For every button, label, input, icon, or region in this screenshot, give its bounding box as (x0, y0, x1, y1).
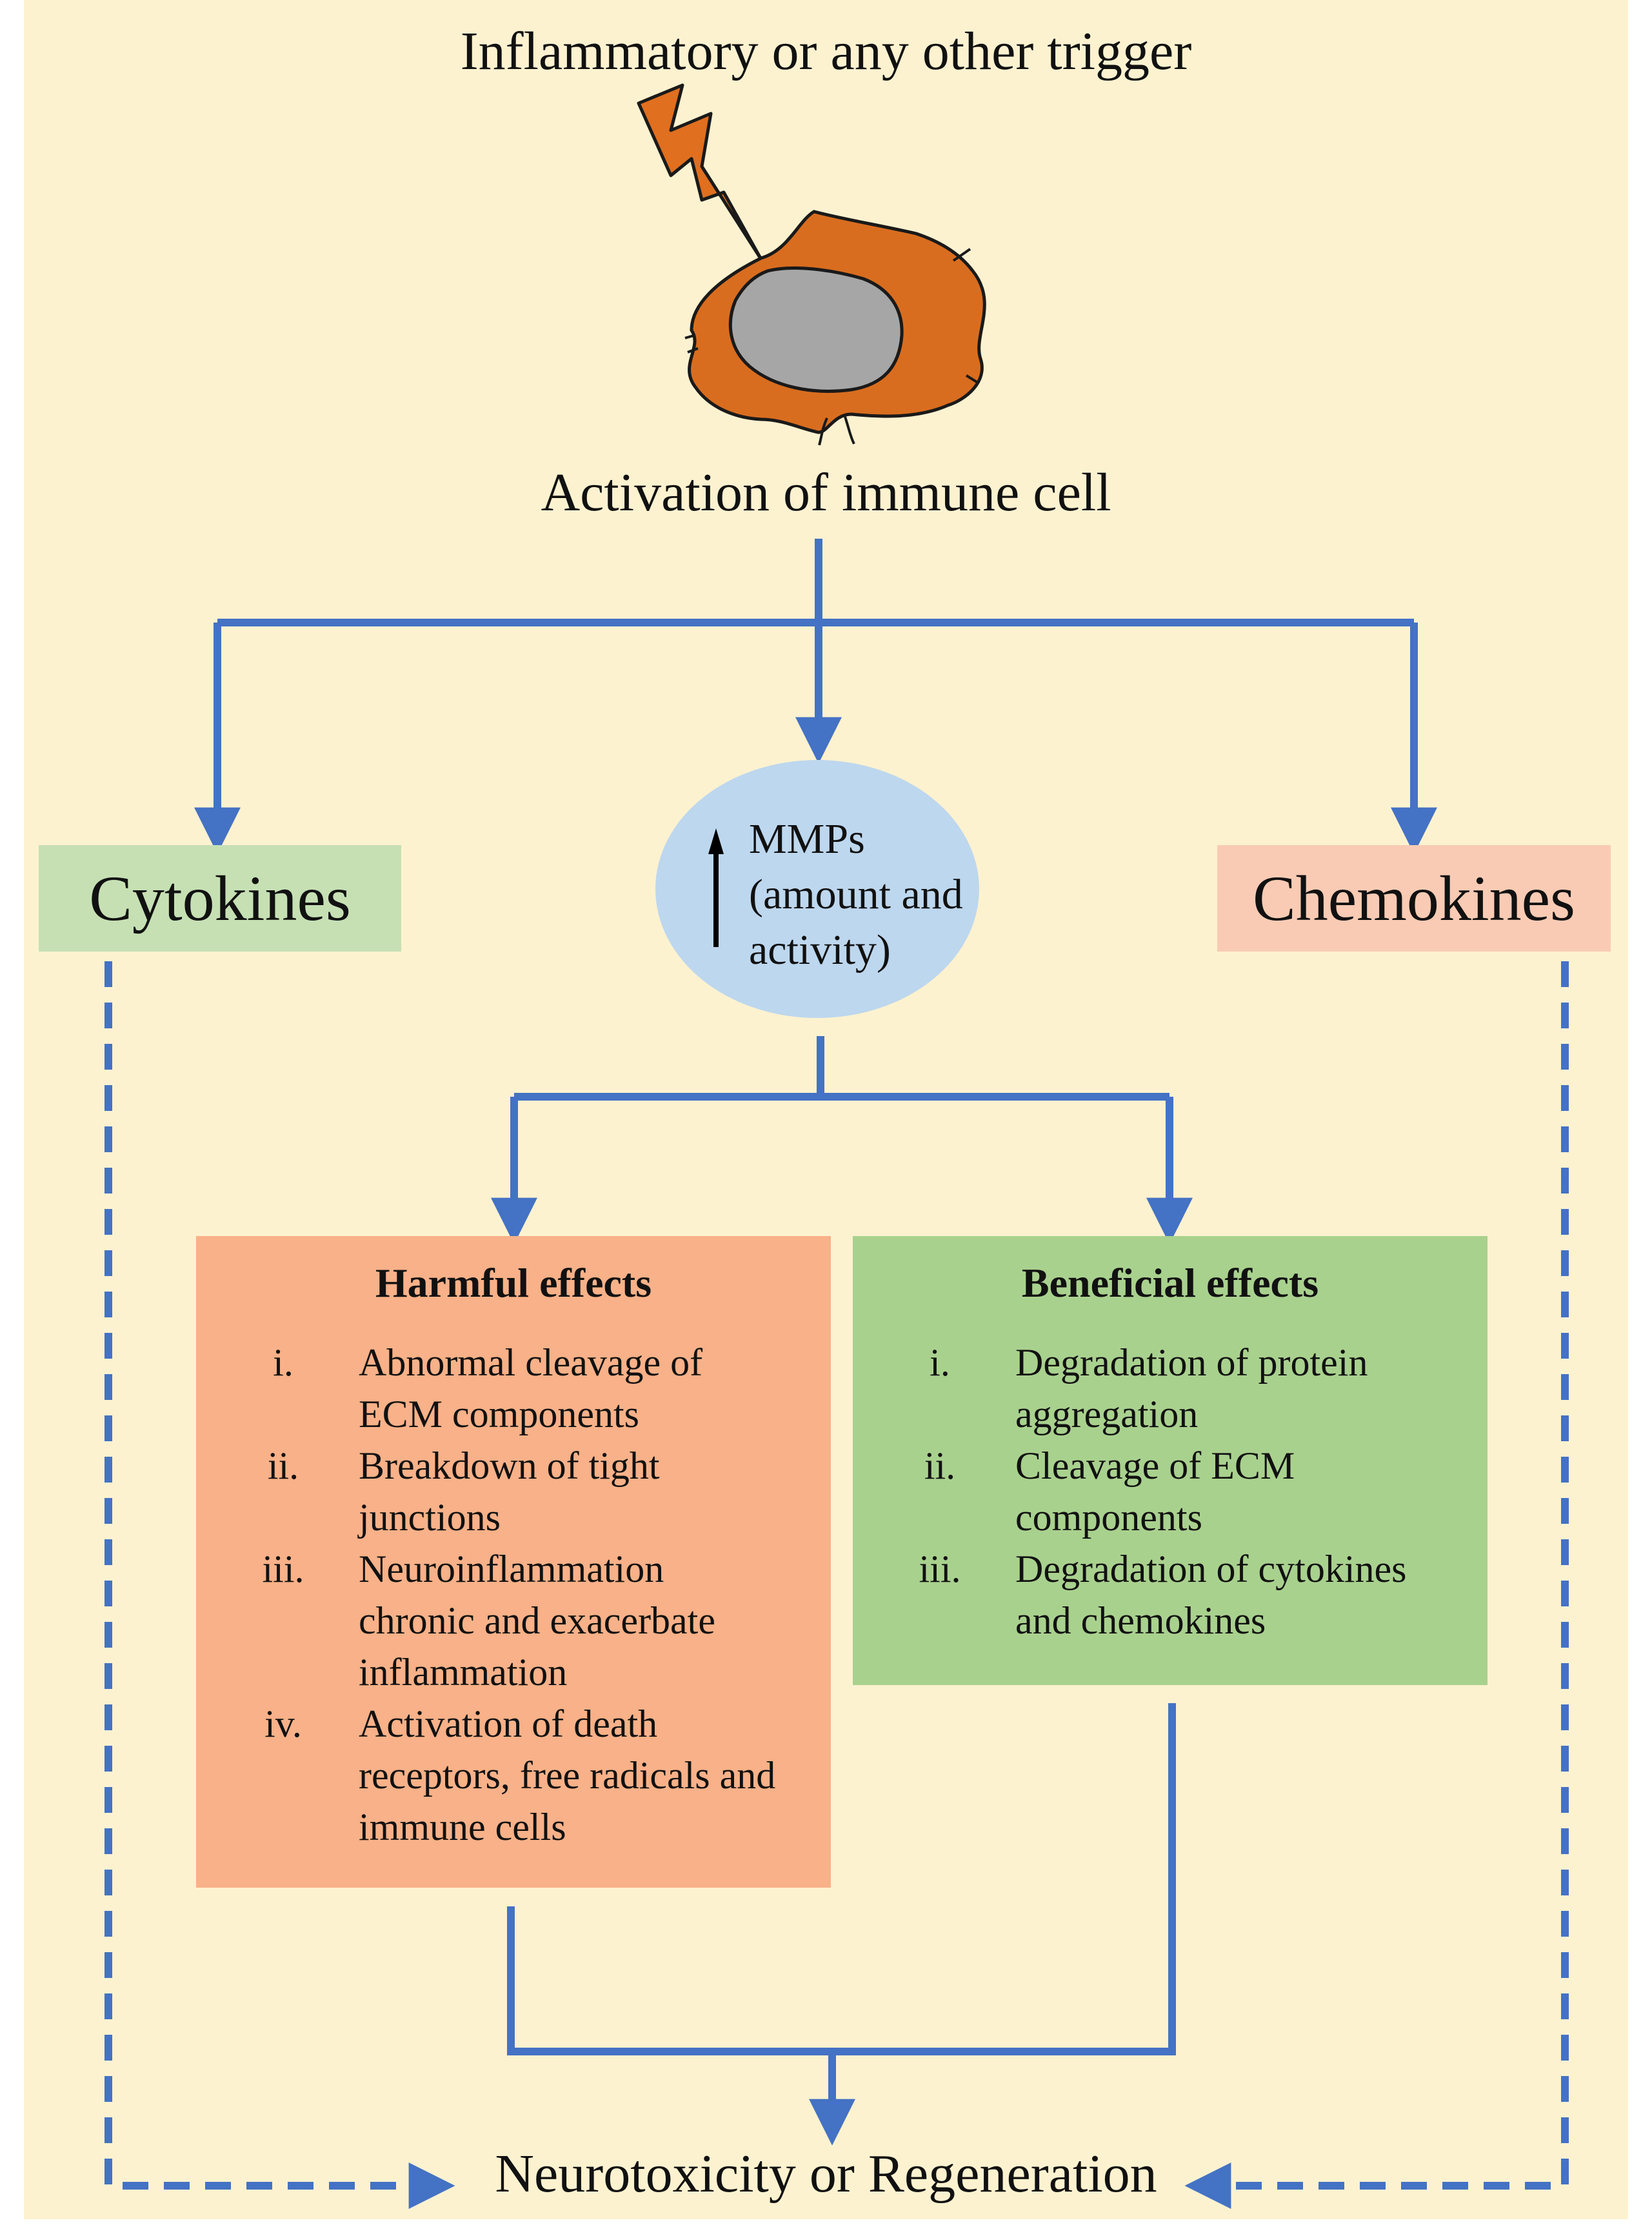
mmps-line: MMPs (749, 815, 865, 863)
list-numeral: i. (930, 1341, 950, 1384)
mmps-node (655, 760, 979, 1018)
list-item-line: Cleavage of ECM (1015, 1444, 1295, 1487)
beneficial-effects-box: Beneficial effects i. Degradation of pro… (853, 1236, 1488, 1685)
list-item-line: Degradation of cytokines (1015, 1548, 1407, 1590)
list-item-line: Degradation of protein (1015, 1341, 1368, 1384)
activation-label: Activation of immune cell (541, 463, 1111, 523)
list-item-line: junctions (359, 1496, 501, 1539)
lightning-bolt-icon (637, 83, 763, 261)
list-numeral: iii. (262, 1548, 304, 1590)
top-branch-arrows (194, 539, 1437, 854)
list-item-line: inflammation (359, 1651, 568, 1693)
list-item-line: components (1015, 1496, 1202, 1539)
dashed-side-arrows (104, 961, 1569, 2209)
mmps-line: (amount and (749, 871, 963, 918)
list-item-line: Activation of death (359, 1703, 658, 1745)
mmps-line: activity) (749, 926, 891, 974)
mmps-text: MMPs (amount and activity) (749, 812, 963, 978)
list-item-line: ECM components (359, 1393, 639, 1435)
chemokines-label: Chemokines (1253, 863, 1575, 934)
harmful-effects-box: Harmful effects i. Abnormal cleavage of … (196, 1236, 831, 1888)
immune-cell-icon (684, 210, 986, 446)
list-numeral: ii. (267, 1444, 299, 1487)
list-item-line: immune cells (359, 1806, 566, 1848)
outcome-label: Neurotoxicity or Regeneration (495, 2144, 1157, 2204)
mmps-branch-arrows (491, 1036, 1193, 1244)
list-item-line: chronic and exacerbate (359, 1599, 715, 1642)
list-numeral: iv. (264, 1703, 302, 1745)
trigger-label: Inflammatory or any other trigger (460, 21, 1192, 81)
list-item-line: aggregation (1015, 1393, 1199, 1435)
list-numeral: i. (273, 1341, 294, 1384)
converge-arrows (507, 1703, 1176, 2146)
beneficial-effects-title: Beneficial effects (1021, 1260, 1319, 1306)
chemokines-box: Chemokines (1217, 845, 1611, 952)
list-item-line: receptors, free radicals and (359, 1754, 776, 1797)
nucleus (728, 266, 904, 393)
list-numeral: iii. (919, 1548, 961, 1590)
harmful-effects-title: Harmful effects (375, 1260, 652, 1306)
up-arrow-icon (708, 828, 724, 947)
list-item-line: Neuroinflammation (359, 1548, 664, 1590)
list-item-line: and chemokines (1015, 1599, 1266, 1642)
list-numeral: ii. (924, 1444, 956, 1487)
list-item-line: Abnormal cleavage of (359, 1341, 703, 1384)
cytokines-box: Cytokines (39, 845, 401, 952)
list-item-line: Breakdown of tight (359, 1444, 660, 1487)
cytokines-label: Cytokines (89, 863, 351, 934)
